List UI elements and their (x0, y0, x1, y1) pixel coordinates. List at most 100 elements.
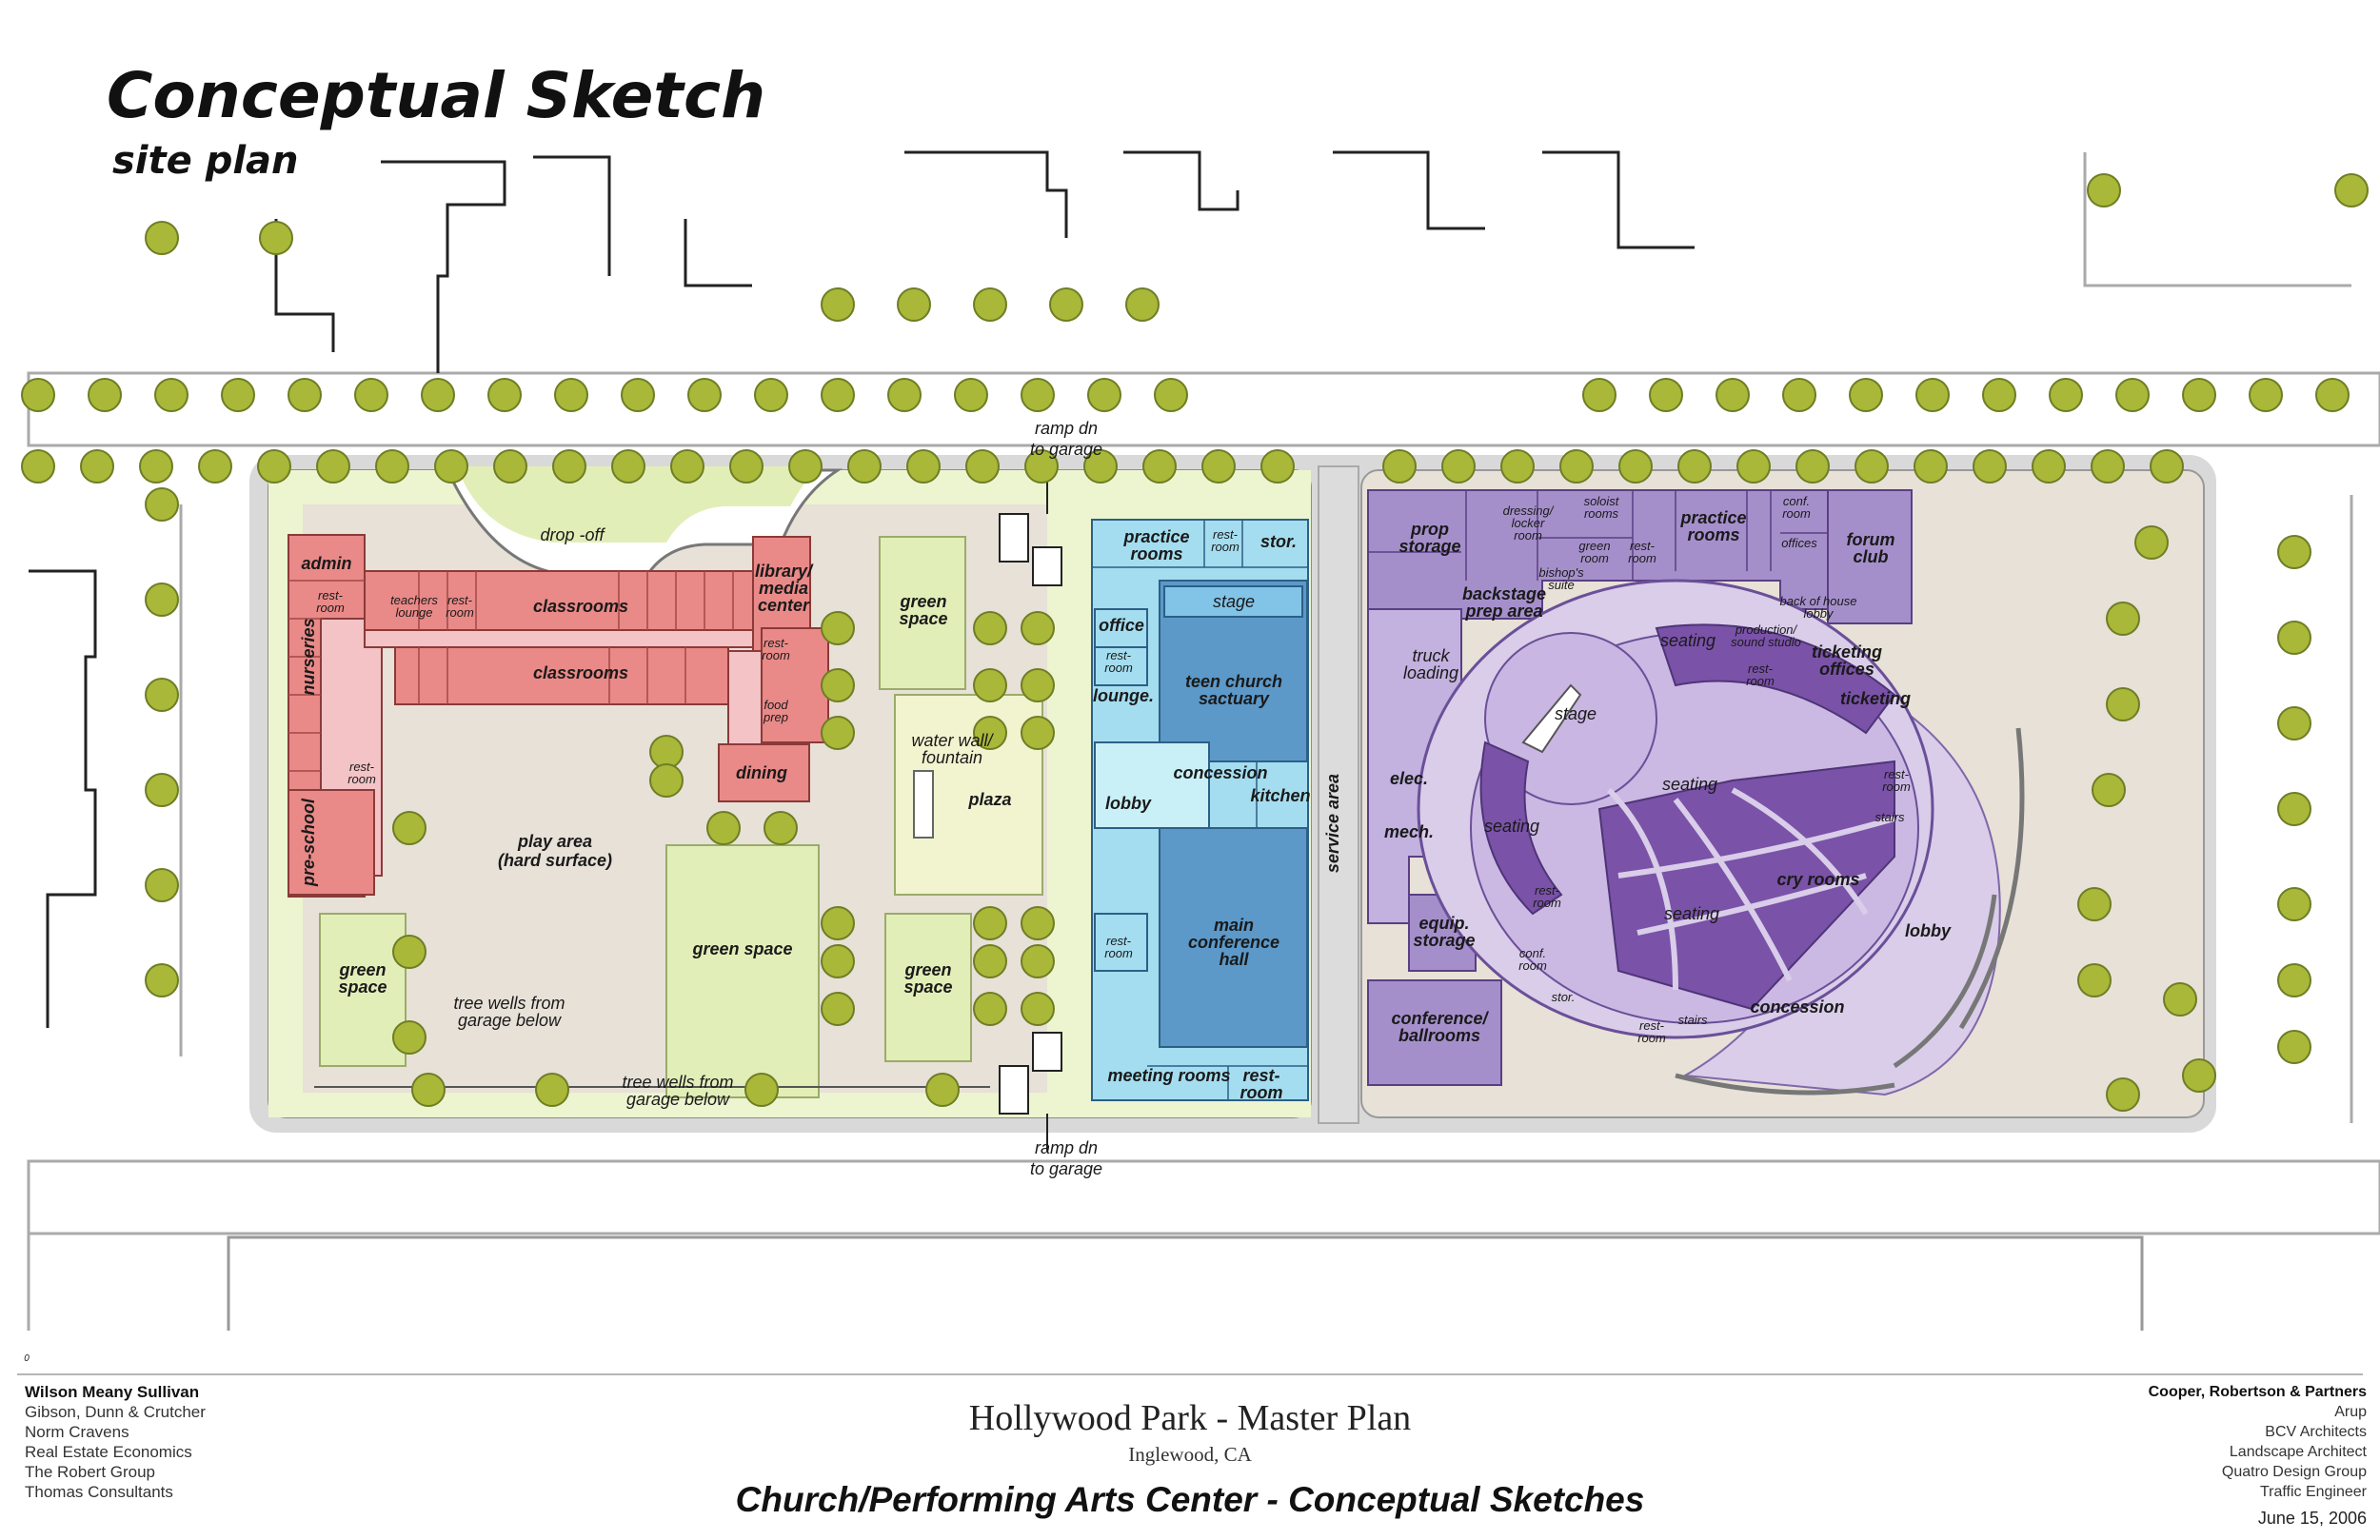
architect-name: Cooper, Robertson & Partners (2148, 1384, 2367, 1400)
practice-rooms-label: practice (1679, 508, 1746, 527)
tree-icon (2115, 378, 2150, 412)
tree-icon (729, 449, 764, 484)
forum-club-label: forum (1847, 530, 1895, 549)
tree-icon (847, 449, 882, 484)
elec-label: elec. (1390, 769, 1428, 788)
practice-rooms-label-2: rooms (1687, 525, 1739, 544)
tree-icon (354, 378, 388, 412)
conference-hall-label-2: conference (1188, 933, 1279, 952)
consultant-name: The Robert Group (25, 1463, 156, 1481)
tree-icon (1559, 449, 1594, 484)
tree-icon (621, 378, 655, 412)
tree-icon (821, 668, 855, 702)
tree-icon (2182, 378, 2216, 412)
water-wall-label: water wall/ (911, 731, 994, 750)
restroom-label: rest- (1748, 661, 1774, 676)
consultant-name: Thomas Consultants (25, 1483, 173, 1501)
tree-icon (316, 449, 350, 484)
green-space-label: green (903, 960, 951, 979)
green-room-label-2: room (1580, 551, 1609, 565)
tree-icon (1154, 378, 1188, 412)
equip-storage-label-2: storage (1413, 931, 1475, 950)
conference-ballrooms-label-2: ballrooms (1398, 1026, 1480, 1045)
back-of-house-label: back of house (1780, 594, 1857, 608)
tree-icon (1201, 449, 1236, 484)
consultant-name: Gibson, Dunn & Crutcher (25, 1403, 206, 1421)
restroom-label: rest- (349, 760, 375, 774)
tree-icon (821, 287, 855, 322)
restroom-label: rest- (1630, 539, 1656, 553)
tree-icon (80, 449, 114, 484)
library-label: library/ (755, 562, 814, 581)
seating-label: seating (1660, 631, 1716, 650)
restroom-label: room (1637, 1031, 1666, 1045)
tree-icon (375, 449, 409, 484)
tree-icon (973, 906, 1007, 940)
tree-icon (2334, 173, 2369, 207)
tree-icon (1716, 378, 1750, 412)
tree-icon (965, 449, 1000, 484)
tree-icon (1849, 378, 1883, 412)
restroom-label: room (1533, 896, 1561, 910)
restroom-label: room (1211, 540, 1240, 554)
restroom-label: rest- (764, 636, 789, 650)
tree-wells-label: tree wells from (622, 1073, 733, 1092)
dressing-room-label-2: locker (1512, 516, 1545, 530)
consultant-name: Norm Cravens (25, 1423, 129, 1441)
concession-label: concession (1750, 997, 1844, 1017)
soloist-rooms-label: soloist (1584, 494, 1620, 508)
restroom-label: room (1104, 661, 1133, 675)
tree-icon (21, 449, 55, 484)
tree-icon (145, 582, 179, 617)
neighbor-buildings (29, 150, 1695, 1028)
support-room-lines (1368, 490, 1828, 581)
school-buildings (288, 534, 829, 898)
green-space-label-2: space (338, 977, 387, 997)
practice-rooms-label-2: rooms (1130, 544, 1182, 563)
offices-label: offices (1781, 536, 1817, 550)
tree-icon (554, 378, 588, 412)
project-location: Inglewood, CA (1128, 1443, 1252, 1466)
plaza-label: plaza (967, 790, 1011, 809)
tree-icon (88, 378, 122, 412)
lounge-label: lounge. (1093, 686, 1154, 705)
street-trees (21, 173, 2369, 1112)
tree-icon (1021, 668, 1055, 702)
tree-icon (1260, 449, 1295, 484)
restroom-label: rest- (1242, 1066, 1279, 1085)
tree-icon (973, 716, 1007, 750)
ramp-bottom-label-2: to garage (1030, 1159, 1102, 1178)
restroom-label: rest- (318, 588, 344, 602)
dressing-room-label: dressing/ (1503, 503, 1555, 518)
tree-icon (821, 378, 855, 412)
ticketing-offices-label-2: offices (1819, 660, 1874, 679)
tree-icon (2032, 449, 2066, 484)
teen-church-label: teen church (1185, 672, 1282, 691)
dressing-room-label-3: room (1514, 528, 1542, 543)
equip-storage-label: equip. (1419, 914, 1470, 933)
tree-icon (821, 992, 855, 1026)
consultant-name: Arup (2334, 1404, 2367, 1420)
teen-church-block (1091, 519, 1309, 1101)
truck-loading-label-2: loading (1403, 663, 1458, 682)
tree-icon (1914, 449, 1948, 484)
play-area-label: play area (517, 832, 592, 851)
tree-icon (764, 811, 798, 845)
restroom-label: rest- (1884, 767, 1910, 781)
tree-icon (1500, 449, 1535, 484)
ramp-top-label: ramp dn (1035, 419, 1098, 438)
tree-icon (973, 287, 1007, 322)
tree-icon (2163, 982, 2197, 1017)
restroom-label: room (1628, 551, 1656, 565)
tree-icon (259, 221, 293, 255)
tree-icon (145, 487, 179, 522)
teachers-lounge-label: teachers (390, 593, 438, 607)
tree-icon (1021, 716, 1055, 750)
tree-icon (198, 449, 232, 484)
tree-wells-label-2: garage below (626, 1090, 730, 1109)
seating-label: seating (1484, 817, 1539, 836)
tree-icon (2277, 792, 2311, 826)
practice-rooms-label: practice (1122, 527, 1189, 546)
fountain (913, 770, 934, 839)
tree-icon (2106, 1077, 2140, 1112)
